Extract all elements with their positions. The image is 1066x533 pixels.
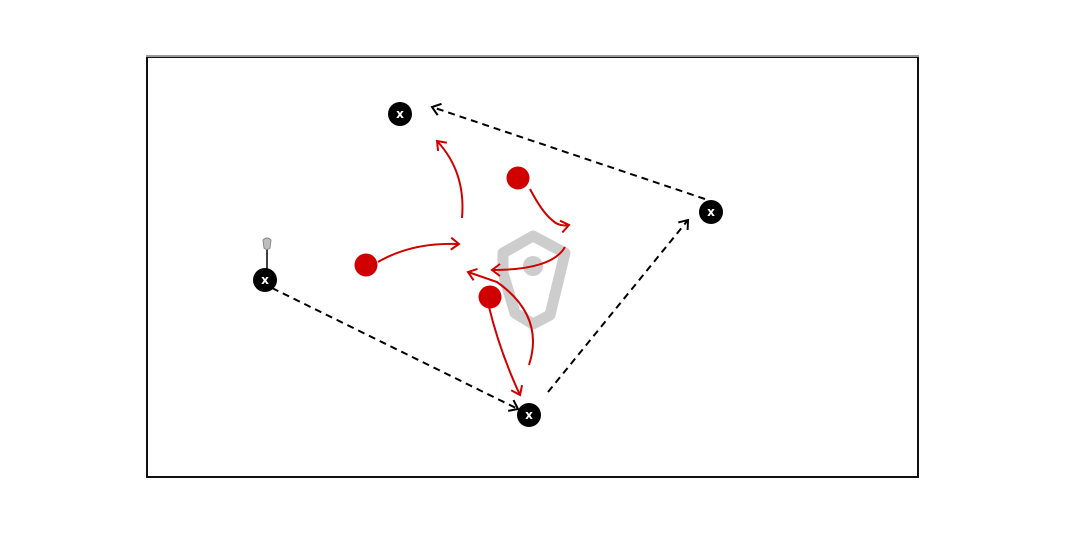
defender-bottom-label: x: [525, 408, 533, 422]
defender-right-label: x: [707, 205, 715, 219]
cut-center-to-bottom: [488, 306, 524, 397]
offense-player-top: [506, 166, 530, 190]
offense-players: [354, 166, 530, 309]
cut-left-player: [377, 236, 461, 263]
pass-right-to-top: [430, 102, 706, 200]
defender-top-label: x: [396, 107, 404, 121]
pass-bottom-to-right: [547, 218, 690, 393]
cut-mid-left: [490, 246, 566, 277]
offense-movements: [377, 139, 571, 397]
cut-up-to-top-defender: [435, 139, 464, 219]
defender-left-label: x: [261, 273, 269, 287]
defender-right: x: [699, 200, 723, 224]
cut-top-player: [529, 188, 571, 234]
lacrosse-stick-icon: [262, 237, 272, 270]
offense-player-left: [354, 253, 378, 277]
defender-left: x: [253, 268, 277, 292]
defender-bottom: x: [517, 403, 541, 427]
offense-player-center: [478, 285, 502, 309]
pass-lines: [271, 102, 706, 412]
pass-left-to-bottom: [271, 287, 520, 412]
cut-bottom-up: [466, 267, 534, 366]
defender-top: x: [388, 102, 412, 126]
